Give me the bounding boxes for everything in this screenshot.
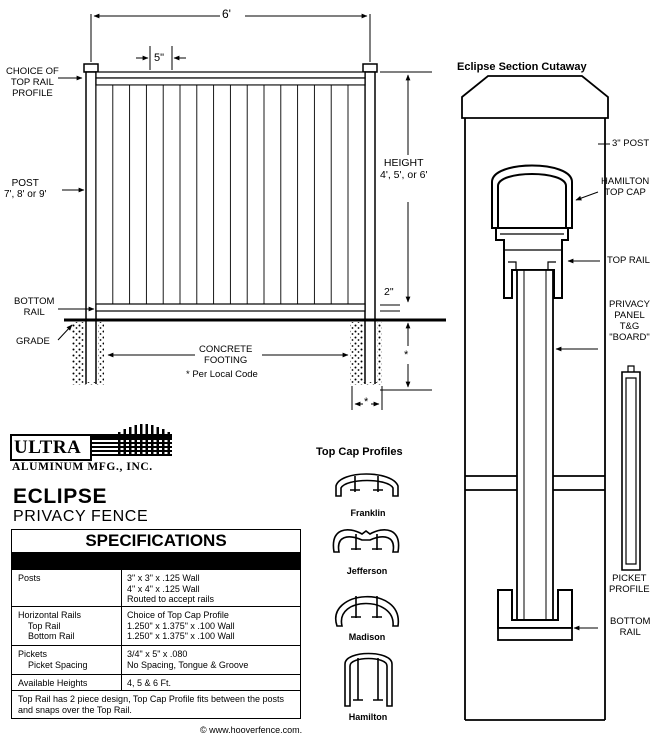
spec-note: Top Rail has 2 piece design, Top Cap Pro… bbox=[18, 694, 284, 715]
top-cap-profiles-title: Top Cap Profiles bbox=[316, 446, 403, 458]
logo-picket bbox=[167, 432, 170, 456]
cap-name-madison: Madison bbox=[348, 632, 386, 642]
cap-name-franklin: Franklin bbox=[350, 508, 386, 518]
logo-picket bbox=[151, 425, 154, 456]
width-label: 6' bbox=[222, 7, 231, 21]
gap-label: 2" bbox=[384, 286, 394, 298]
cutaway-top-rail-label: TOP RAIL bbox=[607, 255, 650, 266]
cutaway-picket-label: PICKET PROFILE bbox=[609, 573, 650, 595]
cutaway-bottom-rail-label: BOTTOM RAIL bbox=[610, 616, 651, 638]
cap-name-jefferson: Jefferson bbox=[346, 566, 388, 576]
logo-picket bbox=[118, 432, 121, 456]
logo-picket bbox=[156, 427, 159, 456]
depth-star: * bbox=[404, 349, 409, 361]
spec-row: Posts 3" x 3" x .125 Wall 4" x 4" x .125… bbox=[12, 569, 300, 606]
spec-note-row: Top Rail has 2 piece design, Top Cap Pro… bbox=[12, 690, 300, 719]
spec-row: Horizontal Rails Top Rail Bottom Rail Ch… bbox=[12, 606, 300, 645]
logo-picket bbox=[145, 424, 148, 456]
local-code-label: * Per Local Code bbox=[186, 369, 258, 380]
concrete-footing-label: CONCRETE FOOTING bbox=[199, 344, 253, 366]
brand-subtitle: ALUMINUM MFG., INC. bbox=[12, 461, 153, 473]
section-cutaway bbox=[461, 75, 641, 721]
width-star: * bbox=[364, 396, 369, 408]
copyright: © www.hooverfence.com. bbox=[200, 725, 303, 735]
choice-of-top-rail-label: CHOICE OF TOP RAIL PROFILE bbox=[6, 66, 59, 99]
grade-label: GRADE bbox=[16, 336, 50, 347]
specifications-header-bar bbox=[12, 552, 300, 569]
cutaway-cap-label: HAMILTON TOP CAP bbox=[601, 176, 650, 198]
spec-key: Available Heights bbox=[18, 678, 88, 688]
spec-key: Posts bbox=[18, 573, 41, 583]
specifications-title: SPECIFICATIONS bbox=[85, 531, 227, 550]
product-subtitle: PRIVACY FENCE bbox=[13, 508, 149, 525]
spacing-label: 5" bbox=[154, 52, 165, 64]
spec-value: 4, 5 & 6 Ft. bbox=[127, 678, 172, 688]
specifications-table: SPECIFICATIONS Posts 3" x 3" x .125 Wall… bbox=[11, 529, 301, 719]
cutaway-post-label: 3" POST bbox=[612, 138, 650, 149]
cutaway-panel-label: PRIVACY PANEL T&G "BOARD" bbox=[609, 299, 651, 343]
spec-row: Available Heights 4, 5 & 6 Ft. bbox=[12, 674, 300, 691]
top-cap-profiles bbox=[332, 473, 400, 707]
product-title: ECLIPSE bbox=[13, 485, 108, 508]
cap-name-hamilton: Hamilton bbox=[348, 712, 388, 722]
brand-name: ULTRA bbox=[14, 437, 82, 458]
height-label: HEIGHT 4', 5', or 6' bbox=[380, 157, 428, 181]
fence-elevation bbox=[57, 13, 446, 410]
spec-value: Choice of Top Cap Profile 1.250" x 1.375… bbox=[127, 610, 235, 641]
spec-value: 3/4" x 5" x .080 No Spacing, Tongue & Gr… bbox=[127, 649, 249, 670]
spec-key: Horizontal Rails Top Rail Bottom Rail bbox=[18, 610, 82, 641]
ultra-logo-stripes bbox=[90, 424, 172, 456]
logo-picket bbox=[162, 429, 165, 456]
logo-picket bbox=[140, 424, 143, 456]
logo-picket bbox=[134, 425, 137, 456]
bottom-rail-label: BOTTOM RAIL bbox=[14, 296, 55, 318]
ultra-logo-box bbox=[10, 434, 92, 461]
logo-picket bbox=[129, 427, 132, 456]
logo-picket bbox=[123, 429, 126, 456]
spec-row: Pickets Picket Spacing 3/4" x 5" x .080 … bbox=[12, 645, 300, 674]
cutaway-title: Eclipse Section Cutaway bbox=[457, 61, 587, 73]
spec-value: 3" x 3" x .125 Wall 4" x 4" x .125 Wall … bbox=[127, 573, 215, 604]
post-label: POST 7', 8' or 9' bbox=[4, 178, 47, 200]
spec-key: Pickets Picket Spacing bbox=[18, 649, 88, 670]
